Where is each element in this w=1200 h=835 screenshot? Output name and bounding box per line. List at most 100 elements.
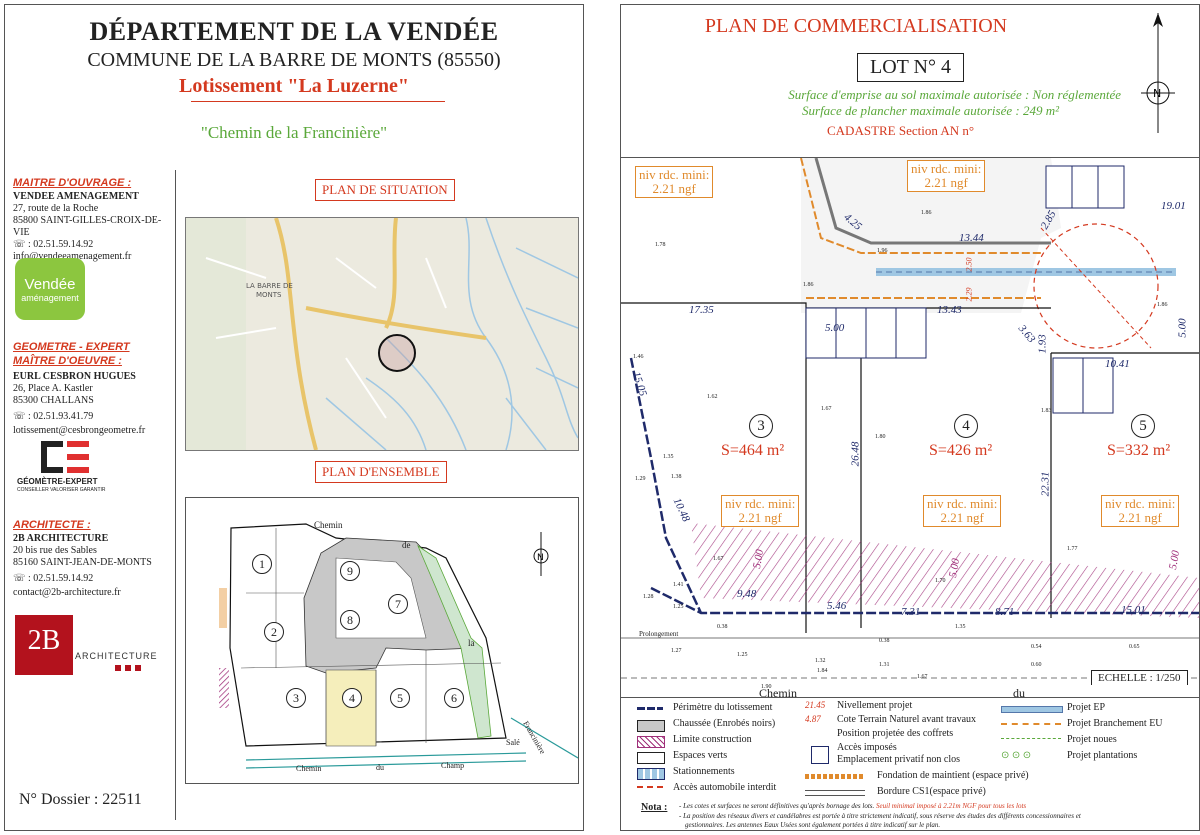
- lot-4-niv-line2: 2.21 ngf: [940, 510, 984, 525]
- ensemble-lot-4: 4: [342, 688, 362, 708]
- legend-espaces: Espaces verts: [673, 750, 728, 761]
- legend-coffrets: Position projetée des coffrets: [837, 728, 954, 739]
- level-1-67-c: 1.67: [917, 674, 928, 680]
- lot-3-number: 3: [749, 414, 773, 438]
- legend-fondation-swatch: [805, 774, 865, 779]
- level-1-41: 1.41: [673, 582, 684, 588]
- legend-fondation: Fondation de maintient (espace privé): [877, 770, 1029, 781]
- dim-26-48: 26.48: [849, 441, 862, 467]
- lot-4-number: 4: [954, 414, 978, 438]
- geometre-name: EURL CESBRON HUGUES: [13, 371, 136, 382]
- level-1-31: 1.31: [879, 662, 890, 668]
- level-1-35-a: 1.35: [663, 454, 674, 460]
- level-1-67-a: 1.67: [821, 406, 832, 412]
- 2b-logo-main: 2B: [27, 625, 61, 656]
- maitre-ouvrage-address2: 85800 SAINT-GILLES-CROIX-DE-VIE: [13, 215, 162, 238]
- lot-plan-svg: [621, 158, 1199, 679]
- maitre-ouvrage-heading: MAITRE D'OUVRAGE :: [13, 177, 132, 189]
- architecte-phone-row: ☏ : 02.51.59.14.92: [13, 573, 178, 585]
- dim-15-01: 15.01: [1121, 604, 1146, 616]
- architecte-address1: 20 bis rue des Sables: [13, 545, 97, 556]
- north-arrow-icon: N: [526, 532, 556, 581]
- level-0-65: 0.65: [1129, 644, 1140, 650]
- maitre-oeuvre-heading: MAÎTRE D'OEUVRE :: [13, 355, 122, 367]
- logo-line1: Vendée: [24, 276, 76, 293]
- legend: Périmètre du lotissement Chaussée (Enrob…: [621, 697, 1199, 830]
- architecte-heading: ARCHITECTE :: [13, 519, 91, 531]
- parking-icon: [637, 768, 665, 780]
- level-0-60: 0.60: [1031, 662, 1042, 668]
- lot-5-niv-line2: 2.21 ngf: [1118, 510, 1162, 525]
- legend-acces-swatch: [811, 746, 829, 764]
- legend-nivellement: Nivellement projet: [837, 700, 913, 711]
- level-1-96: 1.96: [877, 248, 888, 254]
- ensemble-lot-1: 1: [252, 554, 272, 574]
- chemin-subtitle: "Chemin de la Francinière": [200, 123, 388, 142]
- level-1-80: 1.80: [875, 434, 886, 440]
- architecte-block: 2B ARCHITECTURE 20 bis rue des Sables 85…: [13, 533, 178, 599]
- legend-plantations: Projet plantations: [1067, 750, 1138, 761]
- architecte-name: 2B ARCHITECTURE: [13, 533, 109, 544]
- lot-3-niveau: niv rdc. mini: 2.21 ngf: [721, 495, 800, 527]
- lot-4-surface: S=426 m²: [929, 442, 993, 459]
- svg-text:LA BARRE DE: LA BARRE DE: [246, 282, 293, 290]
- maitre-ouvrage-phone: : 02.51.59.14.92: [28, 239, 94, 250]
- ensemble-plan: Chemin de la Francinière Chemin du Champ…: [185, 497, 579, 784]
- level-1-32: 1.32: [815, 658, 826, 664]
- ensemble-lot-5: 5: [390, 688, 410, 708]
- ensemble-lot-7: 7: [388, 594, 408, 614]
- level-1-38: 1.38: [671, 474, 682, 480]
- legend-perimetre-swatch: [637, 707, 663, 710]
- dim-8-71: 8.71: [995, 606, 1015, 618]
- ensemble-lot-8: 8: [340, 610, 360, 630]
- lot-4-niv-line1: niv rdc. mini:: [927, 496, 998, 511]
- lot-5-niv-line1: niv rdc. mini:: [1105, 496, 1176, 511]
- legend-bordure: Bordure CS1(espace privé): [877, 786, 986, 797]
- ensemble-lot-9: 9: [340, 561, 360, 581]
- dim-5-46: 5.46: [827, 600, 847, 612]
- department-title: DÉPARTEMENT DE LA VENDÉE: [89, 17, 499, 46]
- level-1-84: 1.84: [817, 668, 828, 674]
- legend-limite-swatch: [637, 736, 665, 748]
- 2b-logo-box: 2B: [15, 615, 73, 675]
- situation-map-svg: LA BARRE DE MONTS: [186, 218, 578, 450]
- level-1-25-a: 1.25: [673, 604, 684, 610]
- legend-cote: Cote Terrain Naturel avant travaux: [837, 714, 977, 725]
- echelle-box: ECHELLE : 1/250: [1091, 670, 1188, 685]
- top-mid-niv-line2: 2.21 ngf: [924, 175, 968, 190]
- 2b-logo-sub: ARCHITECTURE: [75, 651, 158, 661]
- maitre-ouvrage-email: info@vendeeamenagement.fr: [13, 251, 132, 262]
- svg-text:MONTS: MONTS: [256, 291, 282, 299]
- level-1-35-b: 1.35: [955, 624, 966, 630]
- vendee-amenagement-logo: Vendée aménagement: [15, 258, 85, 320]
- level-1-27: 1.27: [671, 648, 682, 654]
- ensemble-lot-2: 2: [264, 622, 284, 642]
- nota-line1-red: Seuil minimal imposé à 2.21m NGF pour to…: [876, 802, 1027, 810]
- architecte-email: contact@2b-architecture.fr: [13, 587, 121, 598]
- right-sheet: PLAN DE COMMERCIALISATION LOT N° 4 Surfa…: [620, 4, 1200, 831]
- geometre-logo-mark: [41, 441, 89, 473]
- dim-19-01: 19.01: [1161, 200, 1186, 212]
- dim-2-50: 2.50: [964, 257, 974, 272]
- phone-icon: ☏: [13, 573, 26, 584]
- level-0-54: 0.54: [1031, 644, 1042, 650]
- legend-espaces-swatch: [637, 752, 665, 764]
- level-1-78: 1.78: [655, 242, 666, 248]
- emprise-text: Surface d'emprise au sol maximale autori…: [788, 87, 1121, 102]
- ensemble-chemin-bottom: Chemin: [296, 764, 322, 773]
- level-1-46: 1.46: [633, 354, 644, 360]
- level-1-90: 1.90: [761, 684, 772, 690]
- phone-icon: ☏: [13, 411, 26, 422]
- dim-9-48: 9.48: [737, 588, 757, 600]
- north-compass-icon: N: [1133, 13, 1183, 138]
- level-0-38-a: 0.38: [717, 624, 728, 630]
- du-label: du: [1013, 686, 1025, 700]
- maitre-ouvrage-address1: 27, route de la Roche: [13, 203, 99, 214]
- top-left-niv-line2: 2.21 ngf: [652, 181, 696, 196]
- nota-label: Nota :: [641, 802, 668, 813]
- plan-ensemble-label: PLAN D'ENSEMBLE: [315, 461, 447, 483]
- level-1-86-c: 1.86: [921, 210, 932, 216]
- legend-limite: Limite construction: [673, 734, 752, 745]
- lot-3-niv-line1: niv rdc. mini:: [725, 496, 796, 511]
- lot-plan: 3 S=464 m² niv rdc. mini: 2.21 ngf 4 S=4…: [621, 157, 1199, 700]
